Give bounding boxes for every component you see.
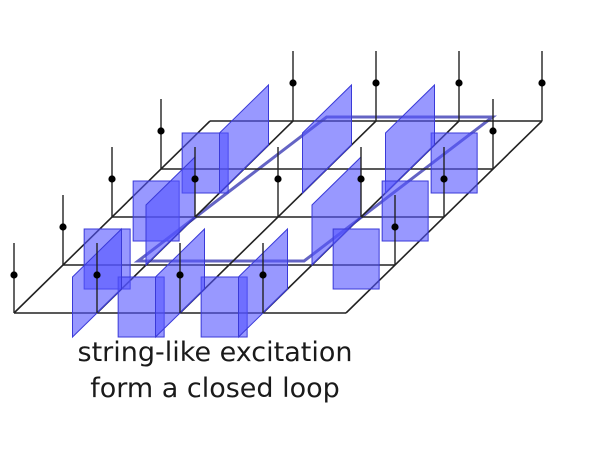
membrane-front [381, 180, 429, 242]
lattice-node [489, 127, 497, 135]
lattice-node [93, 271, 101, 279]
membrane-side [219, 83, 269, 195]
lattice-node [259, 271, 267, 279]
membrane-layer [72, 83, 478, 339]
membrane-side [302, 83, 352, 195]
lattice-node [157, 127, 165, 135]
lattice-node [440, 175, 448, 183]
lattice-node [391, 223, 399, 231]
membrane-front [332, 228, 380, 290]
lattice-node [274, 175, 282, 183]
lattice-node [357, 175, 365, 183]
lattice-node [289, 79, 297, 87]
lattice-nodes [10, 79, 546, 279]
caption-line-1: string-like excitation [77, 337, 353, 368]
membrane-front [430, 132, 478, 194]
caption-line-2: form a closed loop [90, 373, 340, 404]
lattice-node [108, 175, 116, 183]
lattice-node [372, 79, 380, 87]
lattice-node [10, 271, 18, 279]
lattice-node [455, 79, 463, 87]
lattice-node [59, 223, 67, 231]
membrane-side [385, 83, 435, 195]
lattice-node [538, 79, 546, 87]
lattice-node [176, 271, 184, 279]
lattice-node [191, 175, 199, 183]
